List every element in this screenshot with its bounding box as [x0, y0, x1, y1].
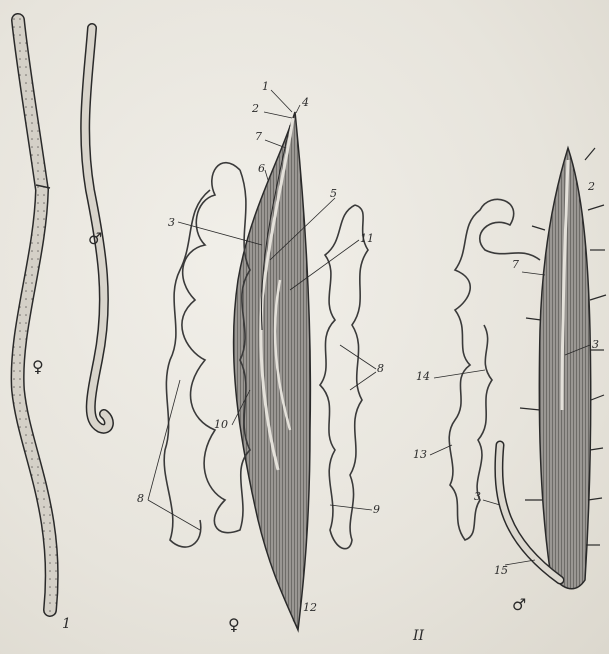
label-15: 15	[494, 564, 508, 577]
label-13: 13	[413, 448, 427, 461]
label-14: 14	[416, 370, 430, 383]
label-8-left: 8	[137, 492, 144, 505]
label-1: 1	[262, 80, 269, 93]
label-2-female: 2	[251, 102, 259, 115]
male-symbol-fig2: ♂	[512, 595, 526, 614]
male-dissected-body	[499, 148, 606, 589]
figure-1-label: 1	[62, 616, 71, 632]
label-2-male: 2	[587, 180, 595, 193]
label-10: 10	[214, 418, 228, 431]
label-8-right: 8	[377, 362, 384, 375]
label-11: 11	[360, 232, 374, 245]
label-3-male-lower: 3	[474, 490, 481, 503]
label-5: 5	[330, 187, 337, 200]
female-symbol-fig1: ♀	[32, 357, 44, 376]
label-7-female: 7	[255, 130, 262, 143]
female-worm-whole	[18, 20, 52, 610]
label-9: 9	[373, 503, 380, 516]
male-symbol-fig1: ♂	[88, 229, 102, 248]
label-3-female: 3	[168, 216, 175, 229]
female-symbol-fig2: ♀	[228, 615, 240, 634]
figure-2-label: II	[412, 628, 425, 644]
label-12: 12	[303, 601, 317, 614]
label-4: 4	[301, 96, 309, 109]
male-coiled-tube	[449, 199, 540, 540]
label-7-male: 7	[512, 258, 519, 271]
label-6: 6	[258, 162, 265, 175]
label-3-male-upper: 3	[592, 338, 599, 351]
